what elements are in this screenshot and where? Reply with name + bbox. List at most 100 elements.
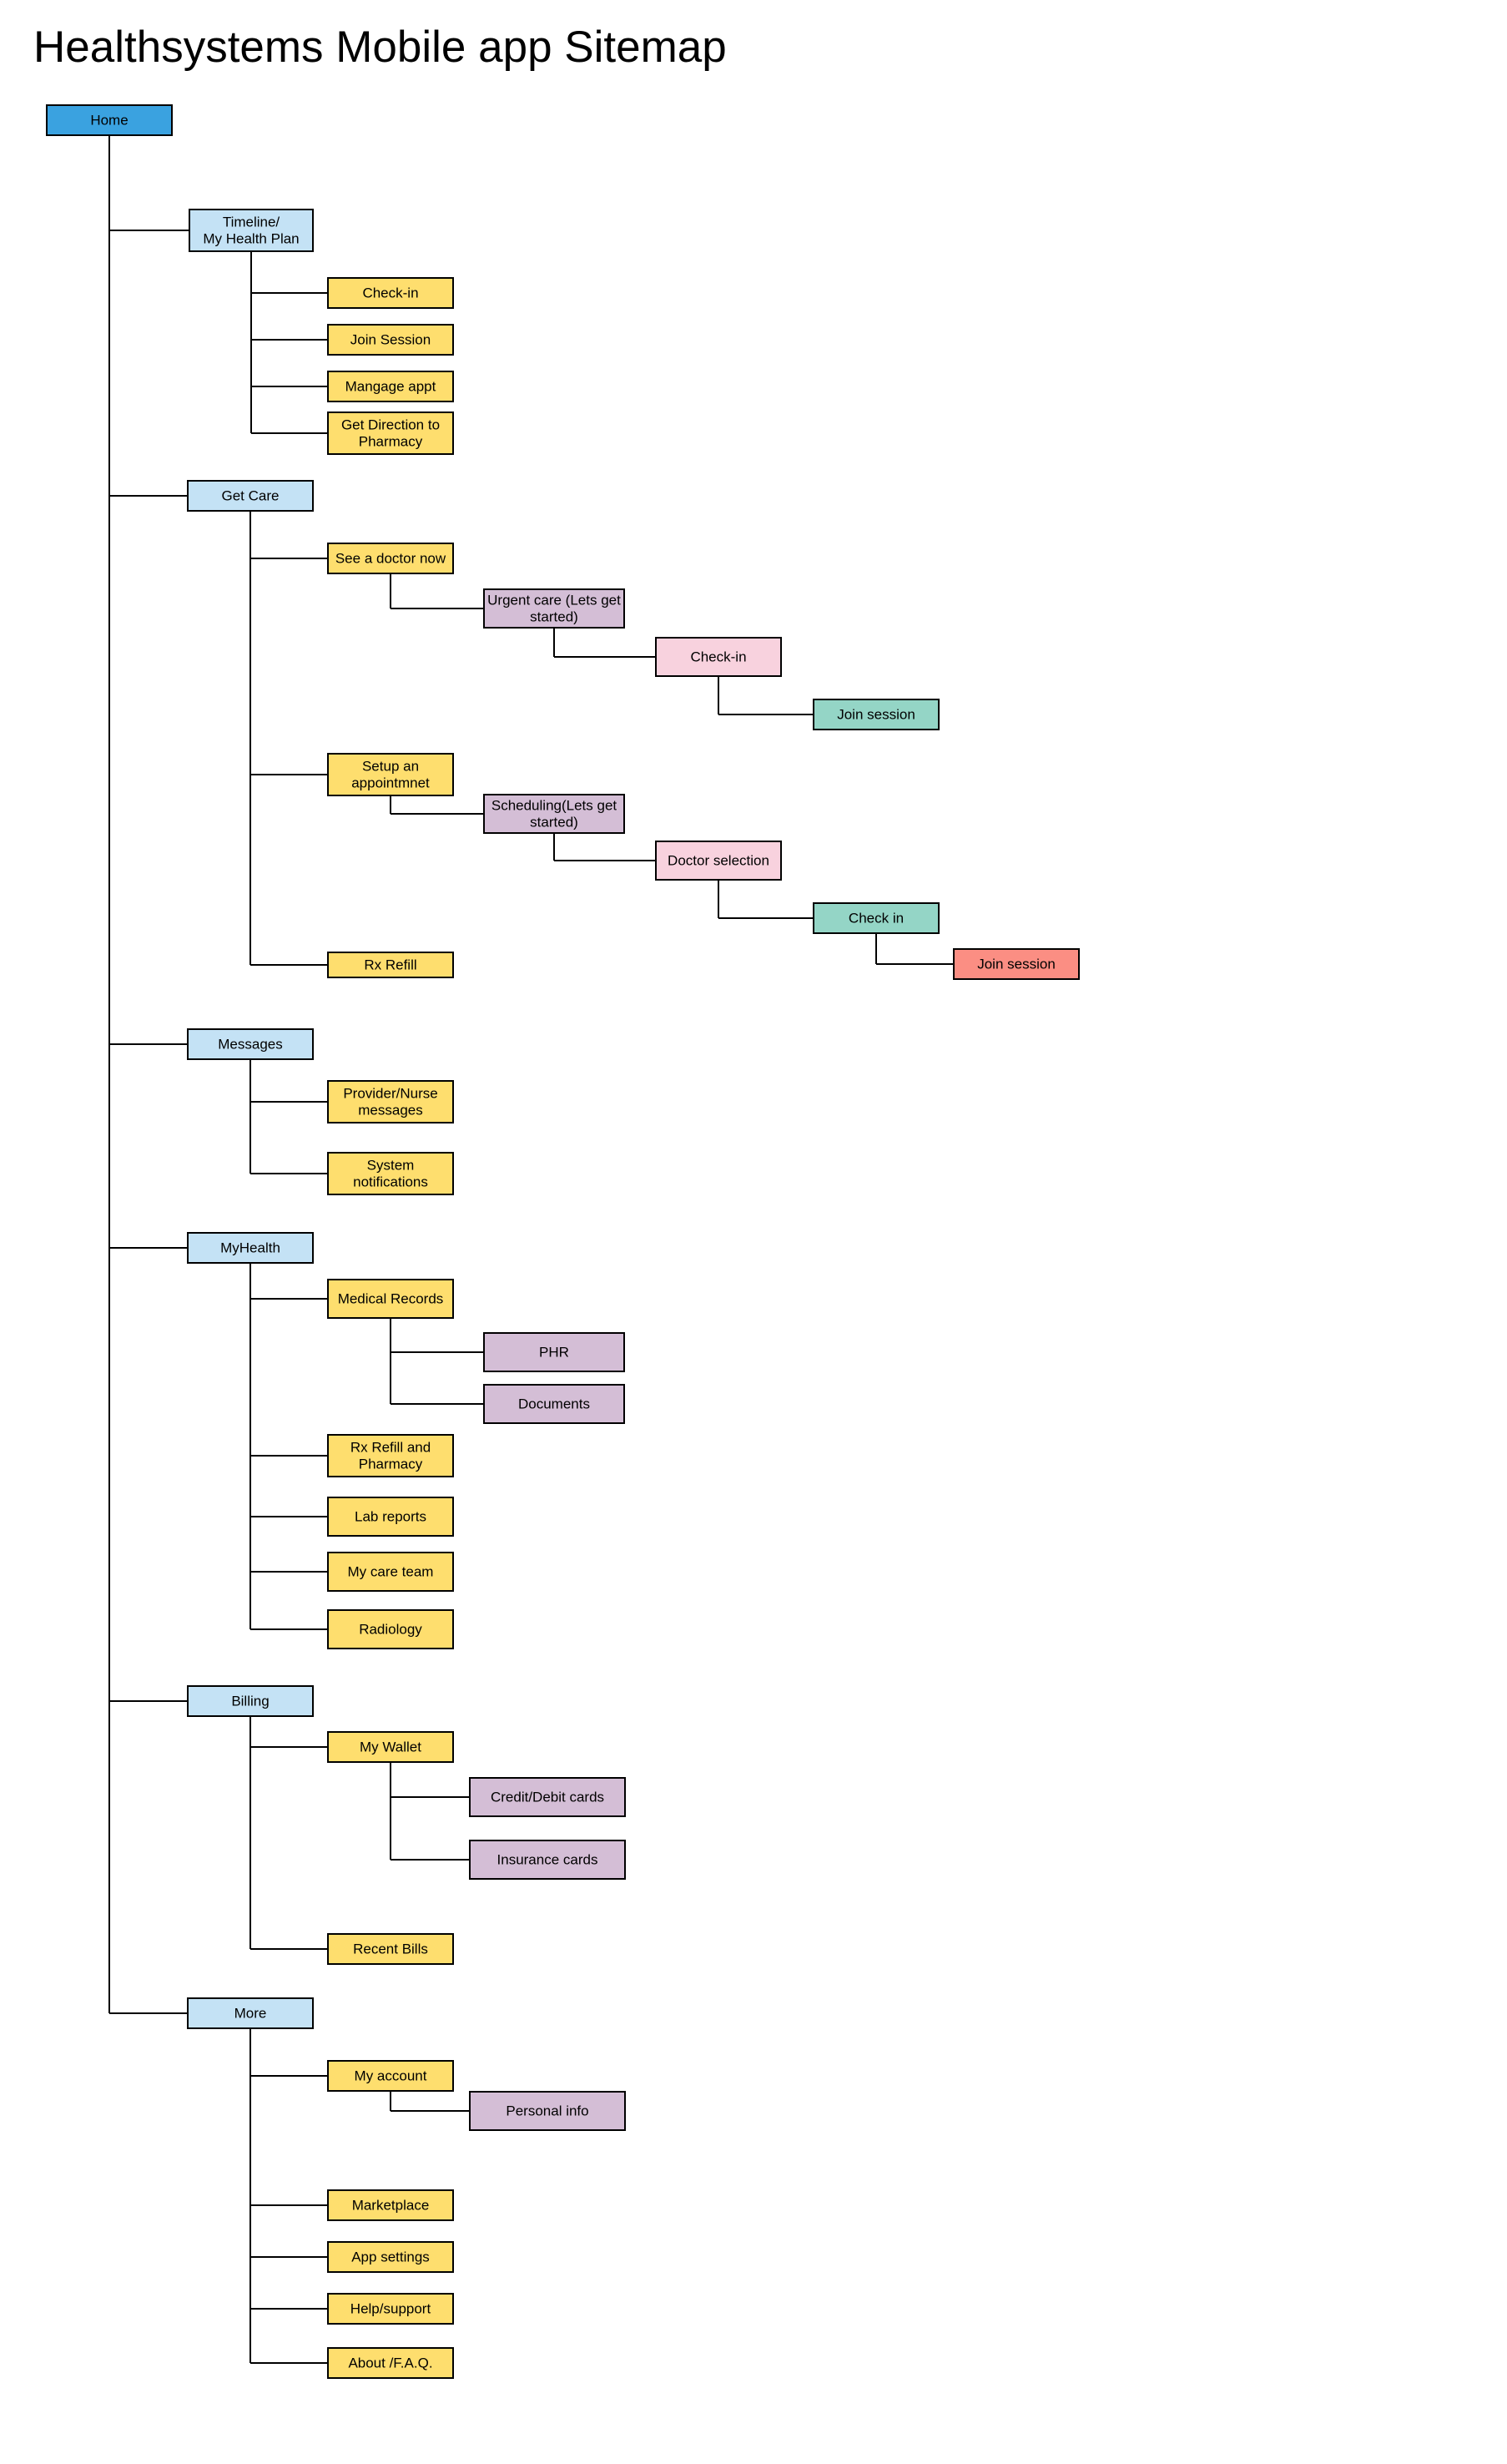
node-box — [327, 277, 454, 309]
credit-debit-cards-node: Credit/Debit cards — [469, 1777, 626, 1817]
help-support-node: Help/support — [327, 2293, 454, 2325]
node-label: appointmnet — [351, 775, 430, 791]
node-label: Recent Bills — [353, 1941, 428, 1957]
radiology-node: Radiology — [327, 1609, 454, 1649]
node-label: Doctor selection — [668, 853, 769, 869]
node-label: started) — [530, 609, 578, 625]
node-box — [327, 371, 454, 402]
node-label: My Health Plan — [203, 231, 299, 247]
node-box — [483, 588, 625, 629]
node-box — [327, 1552, 454, 1592]
node-box — [46, 104, 173, 136]
node-label: Marketplace — [352, 2198, 430, 2214]
node-label: PHR — [539, 1345, 569, 1361]
recent-bills-node: Recent Bills — [327, 1933, 454, 1965]
node-label: Insurance cards — [497, 1852, 598, 1868]
node-box — [327, 753, 454, 796]
node-label: Join session — [977, 957, 1056, 972]
marketplace-node: Marketplace — [327, 2189, 454, 2221]
node-label: Credit/Debit cards — [491, 1790, 604, 1805]
node-label: About /F.A.Q. — [348, 2355, 432, 2371]
node-label: Documents — [518, 1396, 590, 1412]
node-label: notifications — [353, 1174, 428, 1190]
node-label: Personal info — [506, 2103, 588, 2119]
node-box — [469, 1777, 626, 1817]
node-box — [327, 1080, 454, 1123]
node-box — [655, 841, 782, 881]
node-label: System — [367, 1158, 415, 1174]
timeline-my-health-plan-node: Timeline/My Health Plan — [189, 209, 314, 252]
home-node: Home — [46, 104, 173, 136]
lab-reports-node: Lab reports — [327, 1497, 454, 1537]
node-box — [327, 2347, 454, 2379]
node-box — [327, 543, 454, 574]
node-label: Timeline/ — [223, 215, 280, 230]
phr-node: PHR — [483, 1332, 625, 1372]
medical-records-node: Medical Records — [327, 1279, 454, 1319]
node-label: Get Direction to — [341, 417, 440, 433]
node-box — [469, 2091, 626, 2131]
scheduling-check-in-node: Check in — [813, 902, 940, 934]
node-label: Provider/Nurse — [343, 1086, 437, 1102]
node-label: Pharmacy — [359, 1457, 423, 1472]
check-in-node: Check-in — [327, 277, 454, 309]
node-box — [327, 324, 454, 356]
node-box — [327, 952, 454, 978]
node-label: Billing — [231, 1694, 269, 1709]
node-box — [813, 699, 940, 730]
urgent-join-session-node: Join session — [813, 699, 940, 730]
node-box — [327, 1152, 454, 1195]
node-label: Lab reports — [355, 1509, 426, 1525]
my-account-node: My account — [327, 2060, 454, 2092]
node-box — [187, 1232, 314, 1264]
my-wallet-node: My Wallet — [327, 1731, 454, 1763]
node-label: messages — [358, 1103, 422, 1118]
node-label: Mangage appt — [345, 379, 436, 395]
my-care-team-node: My care team — [327, 1552, 454, 1592]
documents-node: Documents — [483, 1384, 625, 1424]
node-box — [327, 1279, 454, 1319]
node-box — [483, 1384, 625, 1424]
node-label: Join session — [837, 707, 915, 723]
node-box — [327, 2241, 454, 2273]
scheduling-join-session-node: Join session — [953, 948, 1080, 980]
urgent-check-in-node: Check-in — [655, 637, 782, 677]
node-box — [327, 1731, 454, 1763]
myhealth-node: MyHealth — [187, 1232, 314, 1264]
node-box — [327, 1933, 454, 1965]
node-box — [189, 209, 314, 252]
node-box — [187, 480, 314, 512]
see-a-doctor-now-node: See a doctor now — [327, 543, 454, 574]
node-label: Urgent care (Lets get — [487, 593, 621, 608]
node-box — [483, 1332, 625, 1372]
node-label: Check-in — [690, 649, 746, 665]
node-label: Help/support — [350, 2301, 431, 2317]
messages-node: Messages — [187, 1028, 314, 1060]
node-label: My Wallet — [360, 1739, 421, 1755]
node-label: Get Care — [222, 488, 280, 504]
node-box — [327, 2060, 454, 2092]
node-label: started) — [530, 815, 578, 831]
doctor-selection-node: Doctor selection — [655, 841, 782, 881]
node-label: App settings — [351, 2249, 430, 2265]
about-faq-node: About /F.A.Q. — [327, 2347, 454, 2379]
billing-node: Billing — [187, 1685, 314, 1717]
node-label: Home — [90, 113, 128, 129]
node-label: Scheduling(Lets get — [491, 798, 617, 814]
node-label: Check in — [849, 911, 904, 927]
connector-lines — [108, 135, 954, 2364]
node-label: More — [234, 2006, 267, 2022]
get-care-node: Get Care — [187, 480, 314, 512]
node-label: See a doctor now — [335, 551, 446, 567]
node-label: Setup an — [362, 759, 419, 775]
node-box — [327, 2189, 454, 2221]
node-label: Messages — [218, 1037, 282, 1053]
